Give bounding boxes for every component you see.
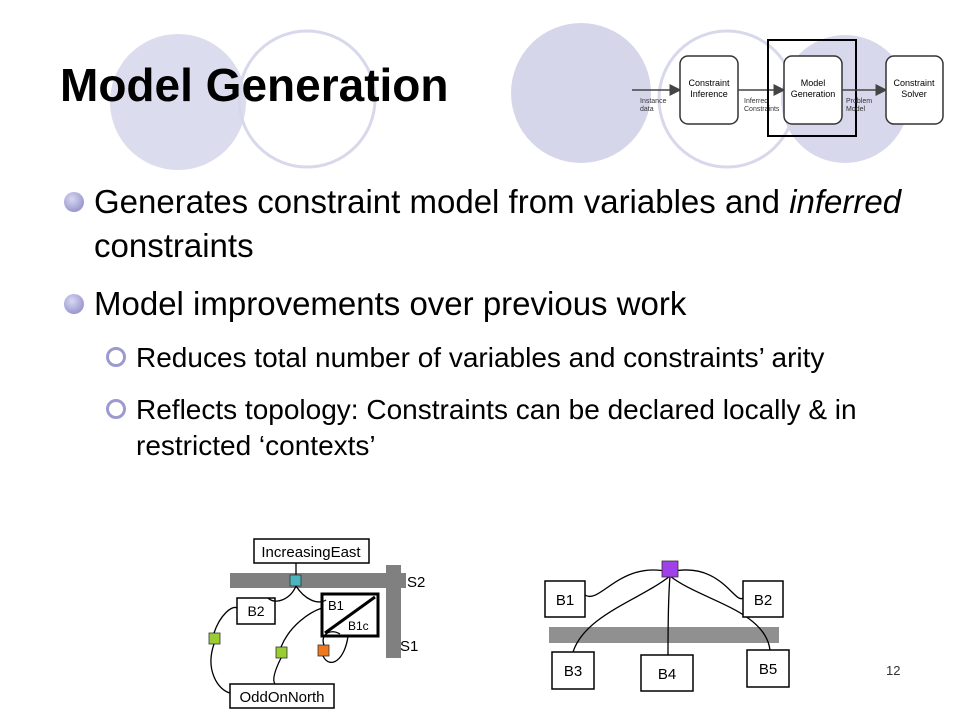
- block-b1: [544, 580, 586, 618]
- street-s2: [230, 573, 406, 588]
- edge: [295, 585, 327, 603]
- bullet-text: Model improvements over previous work: [94, 285, 687, 322]
- slide-number: 12: [886, 663, 901, 678]
- constraint-box-increasingeast: [253, 538, 370, 564]
- edge: [322, 631, 341, 646]
- constraint-box-oddonnorth: [229, 683, 335, 709]
- input-label-line2: data: [640, 106, 654, 113]
- block-b3-label: B3: [564, 663, 582, 680]
- block-b4: [640, 654, 694, 692]
- block-b5-label: B5: [759, 661, 777, 678]
- block-b1: [320, 592, 380, 638]
- stage1-label-line1: Constraint: [688, 78, 730, 88]
- highlight-box: [767, 39, 857, 137]
- stage2-label-line1: Model: [801, 78, 826, 88]
- arrow2-label-line1: Problem: [846, 98, 872, 105]
- deco-circle-1: [110, 34, 246, 170]
- edge: [572, 575, 671, 653]
- edge: [213, 606, 238, 634]
- edge: [267, 585, 297, 602]
- subbullet-text: Reflects topology: Constraints can be de…: [136, 394, 857, 461]
- edge: [273, 657, 282, 685]
- block-b2: [236, 597, 276, 625]
- edge: [669, 569, 744, 600]
- constraint-node-green: [275, 646, 288, 659]
- subbullet-reduces: Reduces total number of variables and co…: [106, 340, 912, 376]
- stage1-label-line2: Inference: [690, 89, 728, 99]
- street-bar: [549, 627, 779, 643]
- deco-circle-2: [237, 29, 377, 169]
- constraint-node-teal: [289, 574, 302, 587]
- constraint-node-purple: [661, 560, 679, 578]
- block-b2-label: B2: [247, 603, 264, 619]
- edge: [667, 575, 671, 656]
- edge: [669, 575, 771, 651]
- block-b1c-label: B1c: [348, 619, 369, 633]
- block-b2: [742, 580, 784, 618]
- edge: [584, 569, 671, 598]
- stage2-label-line2: Generation: [791, 89, 836, 99]
- block-b4-label: B4: [658, 666, 676, 683]
- subbullet-ring-icon: [106, 399, 126, 419]
- bullet-text: Generates constraint model from variable…: [94, 183, 901, 264]
- pipeline-diagram: Instance data Constraint Inference Infer…: [632, 39, 944, 137]
- subbullet-text: Reduces total number of variables and co…: [136, 342, 825, 373]
- stage3-label-line1: Constraint: [893, 78, 935, 88]
- block-b1-label: B1: [556, 592, 574, 609]
- stage-constraint-solver: [885, 55, 944, 125]
- block-b5: [746, 649, 790, 688]
- block-b1-diagonal: [324, 595, 376, 635]
- edge: [280, 607, 323, 648]
- edge: [322, 635, 349, 663]
- bullet-dot-icon: [64, 192, 84, 212]
- arrow1-label-line2: Constraints: [744, 106, 780, 113]
- bullet-model-improvements: Model improvements over previous work: [62, 282, 912, 326]
- block-b2-label: B2: [754, 592, 772, 609]
- subbullet-reflects: Reflects topology: Constraints can be de…: [106, 392, 912, 464]
- bullet-text-italic: inferred: [789, 183, 902, 220]
- slide-title: Model Generation: [60, 59, 449, 111]
- block-b3: [551, 651, 595, 690]
- deco-circle-3: [511, 23, 651, 163]
- constraint-label-increasingeast: IncreasingEast: [261, 544, 361, 561]
- bullet-dot-icon: [64, 294, 84, 314]
- bullet-list: Generates constraint model from variable…: [62, 180, 912, 480]
- constraint-node-green: [208, 632, 221, 645]
- street-s1-label: S1: [400, 638, 418, 655]
- block-b1-label: B1: [328, 598, 344, 613]
- arrow2-label-line2: Model: [846, 106, 866, 113]
- edge: [210, 643, 231, 694]
- street-s2-label: S2: [407, 574, 425, 591]
- stage3-label-line2: Solver: [901, 89, 927, 99]
- bullet-generates: Generates constraint model from variable…: [62, 180, 912, 268]
- constraint-node-orange: [317, 644, 330, 657]
- input-label-line1: Instance: [640, 98, 667, 105]
- subbullet-ring-icon: [106, 347, 126, 367]
- bullet-text-part: constraints: [94, 227, 254, 264]
- street-s1: [386, 565, 401, 658]
- arrow1-label-line1: Inferred: [744, 98, 768, 105]
- constraint-label-oddonnorth: OddOnNorth: [239, 689, 324, 706]
- bullet-text-part: Generates constraint model from variable…: [94, 183, 790, 220]
